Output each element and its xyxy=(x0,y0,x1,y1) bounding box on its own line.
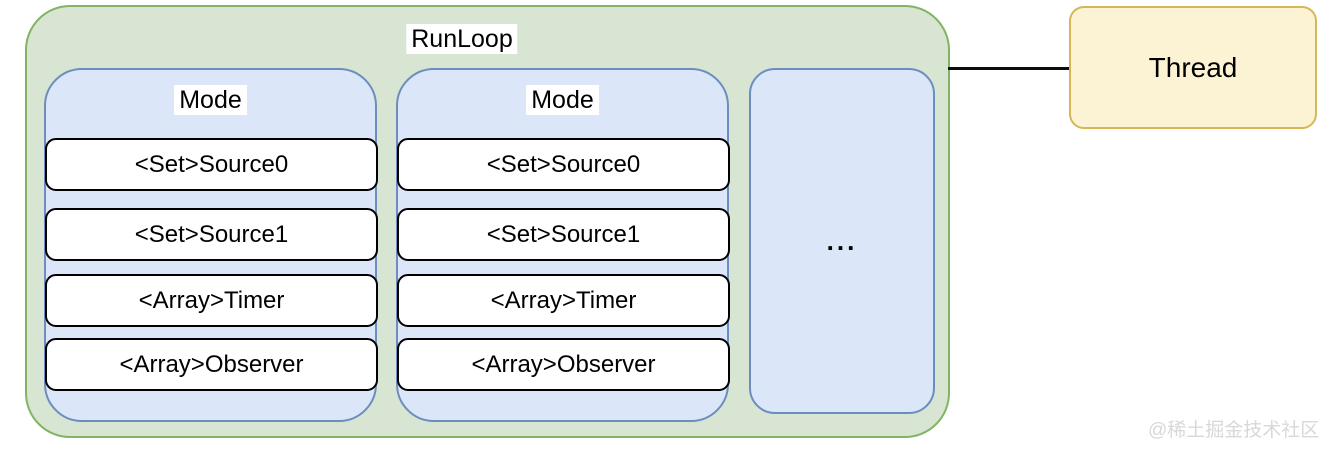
mode-1-item-set-source1: <Set>Source1 xyxy=(45,208,378,261)
mode-box-1: Mode <Set>Source0 <Set>Source1 <Array>Ti… xyxy=(44,68,378,422)
mode-1-item-set-source0: <Set>Source0 xyxy=(45,138,378,191)
more-modes-box: ... xyxy=(749,68,935,414)
thread-box: Thread xyxy=(1069,6,1317,129)
mode-2-label: Mode xyxy=(398,85,727,115)
runloop-label: RunLoop xyxy=(406,24,518,54)
mode-2-item-array-timer: <Array>Timer xyxy=(397,274,730,327)
watermark-text: @稀土掘金技术社区 xyxy=(1148,420,1320,441)
runloop-thread-connector-line xyxy=(948,67,1070,70)
mode-1-label-text: Mode xyxy=(174,85,247,115)
mode-1-item-array-timer: <Array>Timer xyxy=(45,274,378,327)
mode-1-label: Mode xyxy=(46,85,375,115)
runloop-container: RunLoop Mode <Set>Source0 <Set>Source1 <… xyxy=(25,5,950,438)
ellipsis-label: ... xyxy=(826,225,858,256)
mode-box-2: Mode <Set>Source0 <Set>Source1 <Array>Ti… xyxy=(396,68,730,422)
mode-2-item-set-source1: <Set>Source1 xyxy=(397,208,730,261)
thread-label: Thread xyxy=(1148,51,1238,83)
mode-2-item-array-observer: <Array>Observer xyxy=(397,338,730,391)
runloop-label-text: RunLoop xyxy=(406,24,518,54)
mode-2-item-set-source0: <Set>Source0 xyxy=(397,138,730,191)
mode-2-label-text: Mode xyxy=(526,85,599,115)
watermark: @稀土掘金技术社区 xyxy=(1148,415,1319,442)
mode-1-item-array-observer: <Array>Observer xyxy=(45,338,378,391)
